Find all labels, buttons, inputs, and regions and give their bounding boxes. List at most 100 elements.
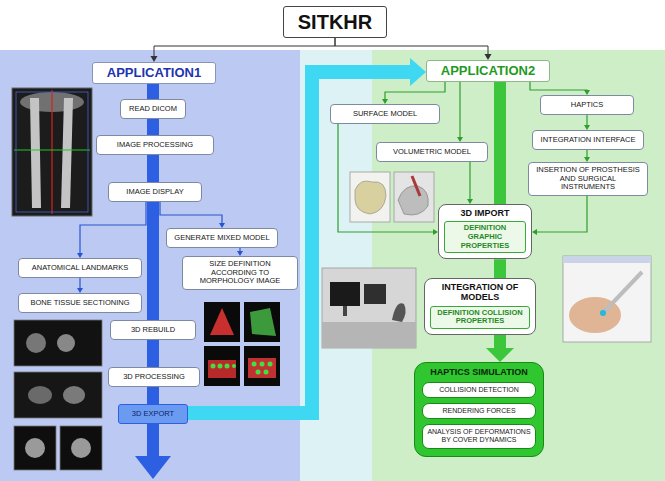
property-box: DEFINITION COLLISION PROPERTIES [430,306,530,329]
slice-screenshots-part [28,386,52,404]
ct-scan-image-part [12,88,92,216]
flow-band-path [147,387,159,404]
arrow-head [410,58,426,86]
flow-band [153,84,154,99]
box-label: BONE TISSUE SECTIONING [30,299,129,308]
workstation-photo-part [392,303,406,322]
box-label: COLLISION DETECTION [439,386,519,394]
box-label: SURFACE MODEL [353,110,417,119]
box-label: ANATOMICAL LANDMARKS [32,264,129,273]
step-box: COLLISION DETECTION [422,382,536,398]
box-label: INTEGRATION INTERFACE [541,136,636,145]
box-label: SIZE DEFINITION ACCORDING TO MORPHOLOGY … [187,260,293,286]
connector-line [532,196,587,235]
bone-model-thumbnails-part [412,176,420,196]
box-label: RENDERING FORCES [442,407,515,415]
workstation-photo-part [322,322,416,348]
process-box: GENERATE MIXED MODEL [166,228,278,248]
box-label: 3D EXPORT [132,410,174,419]
flow-band-path [147,155,159,182]
bone-model-thumbnails-part [355,181,386,214]
flow-band [153,155,154,182]
3d-model-thumbnails-part [268,362,273,367]
slice-screenshots-part [25,438,45,458]
flow-arrow-tail [135,420,171,479]
haptic-screenshot-part [563,256,651,263]
haptic-screenshot-part [600,310,606,316]
3d-model-thumbnails-part [260,362,265,367]
connector-line-path [79,278,80,289]
connector-line-path [536,196,587,232]
connector-line [335,38,492,60]
slice-screenshots-part [60,426,102,470]
3d-model-thumbnails-part [204,302,240,342]
process-box: HAPTICS [540,95,634,115]
connector-line [584,115,590,130]
connector-line-path [385,82,445,100]
box-label: SITKHR [298,11,372,34]
arrow-head [532,229,537,235]
3d-model-thumbnails-part [211,364,216,369]
group-box: 3D IMPORTDEFINITION GRAPHIC PROPERTIES [438,204,532,259]
group-heading: HAPTICS SIMULATION [422,367,536,377]
workstation-photo-part [330,282,360,306]
connector-line-path [530,82,587,91]
3d-model-thumbnails-part [232,364,236,368]
flow-band [153,340,154,367]
ct-scan-image [12,88,92,216]
connector-line-path [335,38,488,55]
ct-scan-image-part [16,92,88,212]
flow-arrow-tail-part [135,456,171,479]
box-label: DEFINITION COLLISION PROPERTIES [434,309,526,326]
3d-model-thumbnails-part [256,370,261,375]
3d-model-thumbnails-part [208,360,236,378]
flow-band [153,202,154,320]
box-label: INSERTION OF PROSTHESIS AND SURGICAL INS… [533,166,643,192]
flow-band [486,335,514,362]
workstation-photo-part [343,306,347,316]
haptic-screenshot-part [603,272,642,313]
panel-ground [0,50,665,481]
slice-screenshots-part [14,320,102,366]
ct-scan-image-part [30,98,41,208]
haptic-screenshot [563,256,651,342]
flow-band-path [147,340,159,367]
slice-screenshots-part [14,426,56,470]
flow-band-path [147,202,159,320]
box-label: GENERATE MIXED MODEL [174,234,269,243]
property-box: DEFINITION GRAPHIC PROPERTIES [444,221,526,253]
3d-model-thumbnails-part [264,370,269,375]
flow-band [500,259,501,278]
3d-model-thumbnails [204,302,280,386]
application-header: APPLICATION2 [426,60,550,82]
connector-line-path [586,115,587,126]
connector-line [382,82,445,104]
slice-screenshots-part [57,334,75,352]
workstation-photo-part [322,268,416,348]
process-box: BONE TISSUE SECTIONING [18,293,142,313]
process-box: 3D REBUILD [110,320,196,340]
box-label: IMAGE DISPLAY [126,188,183,197]
3d-model-thumbnails-part [244,302,280,342]
process-box: IMAGE PROCESSING [96,135,214,155]
connector-line-path [338,124,434,232]
flow-arrow-tail-part [147,420,159,458]
3d-model-thumbnails-part [204,346,240,386]
arrow-head [486,348,514,362]
bone-model-thumbnails [350,172,434,222]
step-box: ANALYSIS OF DEFORMATIONS BY COVER DYNAMI… [422,424,536,448]
connector-line [77,202,146,258]
simulation-box: HAPTICS SIMULATION COLLISION DETECTION REN… [414,362,544,457]
box-label: HAPTICS [571,101,604,110]
ct-scan-image-part [61,98,73,208]
3d-model-thumbnails-part [248,358,276,378]
application-header: APPLICATION1 [92,62,216,84]
group-heading: INTEGRATION OF MODELS [430,282,530,303]
connector-line-path [80,202,146,254]
step-box: RENDERING FORCES [422,403,536,419]
process-box: SIZE DEFINITION ACCORDING TO MORPHOLOGY … [182,256,298,290]
3d-model-thumbnails-part [250,308,276,336]
ct-scan-image-part [14,149,90,150]
connector-line [237,248,243,256]
